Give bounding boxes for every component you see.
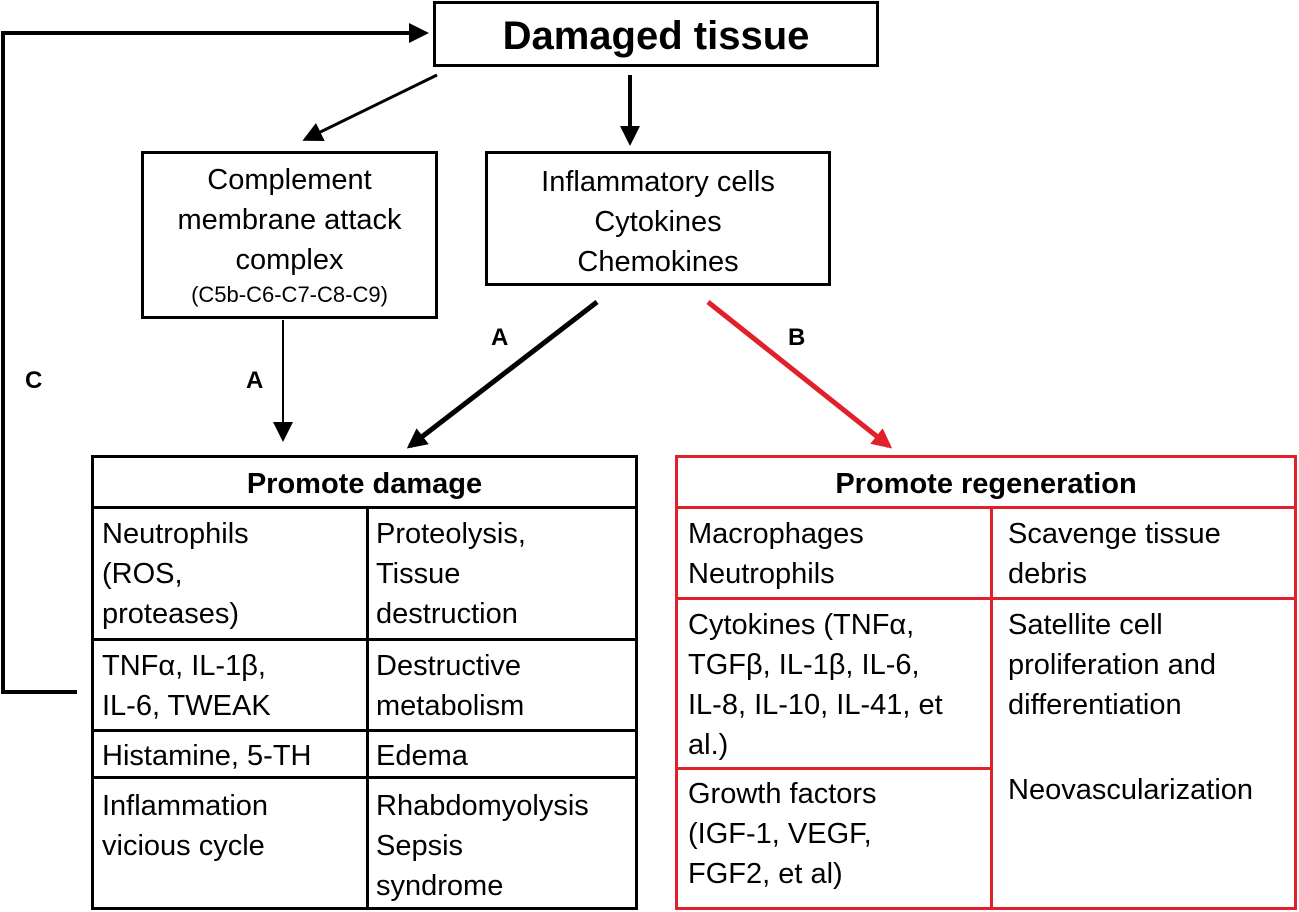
arrow-inflammatory-to-regeneration xyxy=(706,300,893,449)
damage-column-divider xyxy=(366,506,369,907)
inflammatory-box: Inflammatory cells Cytokines Chemokines xyxy=(485,151,831,286)
damage-row-divider-1 xyxy=(94,638,635,641)
promote-regeneration-table: Promote regeneration Macrophages Neutrop… xyxy=(675,455,1297,910)
regen-column-divider xyxy=(990,506,993,907)
damage-cell-r2-left: TNFα, IL-1β, IL-6, TWEAK xyxy=(102,650,271,722)
arrow-to-complement xyxy=(302,73,438,141)
label-a-mid: A xyxy=(491,324,509,351)
complement-line-4: (C5b-C6-C7-C8-C9) xyxy=(191,282,388,307)
damage-row-divider-3 xyxy=(94,776,635,779)
promote-damage-header: Promote damage xyxy=(246,468,483,500)
inflammatory-line-2: Cytokines xyxy=(594,206,722,238)
promote-damage-table: Promote damage Neutrophils (ROS, proteas… xyxy=(91,455,638,910)
damage-cell-r4-left: Inflammation vicious cycle xyxy=(102,790,269,862)
damage-cell-r3-left: Histamine, 5-TH xyxy=(102,740,312,772)
label-a-left: A xyxy=(246,367,264,394)
complement-line-3: complex xyxy=(235,244,344,276)
complement-line-1: Complement xyxy=(207,164,372,196)
complement-box: Complement membrane attack complex (C5b-… xyxy=(141,151,438,319)
damage-cell-r2-right: Destructive metabolism xyxy=(376,650,525,722)
damage-cell-r1-left: Neutrophils (ROS, proteases) xyxy=(102,518,249,630)
regen-left-divider-1 xyxy=(678,597,990,600)
regen-right-cell-1: Scavenge tissue debris xyxy=(1008,518,1221,590)
arrow-inflammatory-to-damage xyxy=(406,300,599,449)
regen-left-divider-2 xyxy=(678,767,990,770)
regen-left-cell-2: Cytokines (TNFα, TGFβ, IL-1β, IL-6, IL-8… xyxy=(688,609,943,761)
regen-right-divider-1 xyxy=(990,597,1294,600)
regen-left-cell-1: Macrophages Neutrophils xyxy=(688,518,864,590)
damage-header-divider xyxy=(94,506,635,509)
regen-right-cell-2: Satellite cell proliferation and differe… xyxy=(1008,609,1216,721)
promote-regeneration-header: Promote regeneration xyxy=(835,468,1137,500)
label-c: C xyxy=(25,367,43,394)
inflammatory-line-3: Chemokines xyxy=(577,246,739,278)
label-b: B xyxy=(788,324,806,351)
damaged-tissue-title: Damaged tissue xyxy=(502,14,810,58)
regen-right-cell-3: Neovascularization xyxy=(1008,774,1254,806)
damaged-tissue-box: Damaged tissue xyxy=(433,1,879,67)
inflammatory-line-1: Inflammatory cells xyxy=(541,166,775,198)
damage-cell-r4-right: Rhabdomyolysis Sepsis syndrome xyxy=(376,790,589,902)
damage-cell-r1-right: Proteolysis, Tissue destruction xyxy=(376,518,526,630)
feedback-loop-c xyxy=(1,23,429,694)
regen-left-cell-3: Growth factors (IGF-1, VEGF, FGF2, et al… xyxy=(688,778,877,890)
regen-header-divider xyxy=(678,506,1294,509)
damage-cell-r3-right: Edema xyxy=(376,740,468,772)
damage-row-divider-2 xyxy=(94,729,635,732)
complement-line-2: membrane attack xyxy=(177,204,402,236)
